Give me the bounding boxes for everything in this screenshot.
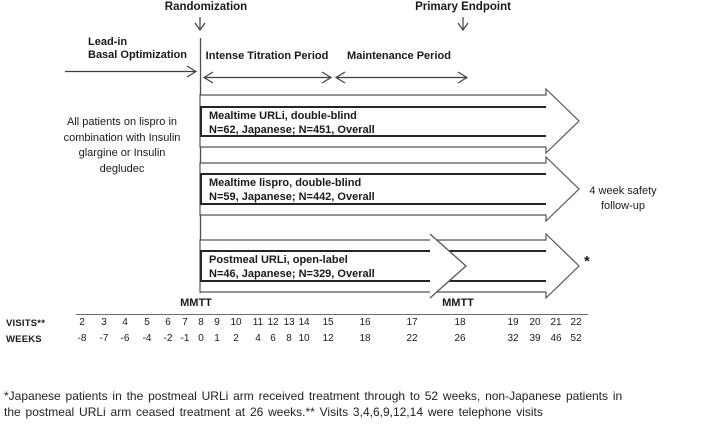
visit-number: 22	[570, 317, 582, 328]
footnote-line2: the postmeal URLi arm ceased treatment a…	[4, 405, 543, 419]
week-number: 32	[507, 333, 519, 344]
postmeal-asterisk: *	[584, 253, 590, 270]
primary-endpoint-arrow-icon	[457, 17, 469, 32]
arm3-n: N=46, Japanese; N=329, Overall	[209, 268, 375, 280]
week-number: 4	[255, 333, 261, 344]
arm1-title: Mealtime URLi, double-blind	[209, 110, 357, 122]
population-note-line2: combination with Insulin	[63, 131, 181, 144]
week-number: 12	[322, 333, 334, 344]
leadin-arrow	[65, 65, 198, 78]
visit-number: 3	[101, 317, 107, 328]
week-number: -1	[180, 333, 190, 344]
visit-number: 5	[144, 317, 150, 328]
mmtt-label-left: MMTT	[180, 297, 212, 309]
maintenance-period-arrow	[334, 71, 469, 84]
timeline-separator-line	[76, 314, 588, 315]
week-number: 22	[406, 333, 418, 344]
visit-number: 13	[283, 317, 295, 328]
visit-number: 8	[198, 317, 204, 328]
visit-number: 20	[529, 317, 541, 328]
primary-endpoint-label: Primary Endpoint	[415, 1, 511, 13]
visit-number: 16	[359, 317, 371, 328]
visit-number: 10	[230, 317, 242, 328]
week-number: -6	[120, 333, 130, 344]
arm2-title: Mealtime lispro, double-blind	[209, 177, 362, 189]
safety-followup-line2: follow-up	[600, 200, 646, 212]
week-number: -8	[77, 333, 87, 344]
week-number: 6	[270, 333, 276, 344]
population-note-line1: All patients on lispro in	[66, 116, 178, 128]
week-number: 8	[286, 333, 292, 344]
visit-number: 21	[550, 317, 562, 328]
week-number: 39	[529, 333, 541, 344]
maintenance-period-label: Maintenance Period	[347, 50, 451, 62]
footnote-line1: *Japanese patients in the postmeal URLi …	[4, 389, 623, 403]
randomization-arrow-icon	[194, 17, 206, 32]
arm2-label-box: Mealtime lispro, double-blind N=59, Japa…	[200, 173, 546, 205]
weeks-row-label: WEEKS	[6, 334, 42, 345]
week-number: 52	[570, 333, 582, 344]
population-note-line4: degludec	[99, 162, 145, 175]
visit-number: 11	[252, 317, 264, 328]
titration-period-label: Intense Titration Period	[205, 50, 329, 62]
population-note-line3: glargine or Insulin	[78, 147, 166, 159]
visit-number: 17	[406, 317, 418, 328]
visit-number: 7	[182, 317, 188, 328]
mmtt-label-right: MMTT	[442, 297, 474, 309]
titration-period-arrow	[202, 71, 333, 84]
arm1-n: N=62, Japanese; N=451, Overall	[209, 124, 375, 136]
visit-number: 2	[79, 317, 85, 328]
arm3-label-box: Postmeal URLi, open-label N=46, Japanese…	[200, 250, 546, 282]
randomization-label: Randomization	[164, 1, 248, 13]
week-number: 0	[198, 333, 204, 344]
leadin-label-line1: Lead-in	[88, 36, 128, 48]
visit-number: 9	[214, 317, 220, 328]
safety-followup-line1: 4 week safety	[589, 185, 657, 197]
visit-number: 6	[165, 317, 171, 328]
visit-number: 15	[322, 317, 334, 328]
arm1-label-box: Mealtime URLi, double-blind N=62, Japane…	[200, 106, 546, 137]
visit-number: 4	[122, 317, 128, 328]
week-number: -4	[142, 333, 152, 344]
week-number: 2	[233, 333, 239, 344]
visit-number: 12	[267, 317, 279, 328]
week-number: 18	[359, 333, 371, 344]
arm2-n: N=59, Japanese; N=442, Overall	[209, 191, 375, 203]
leadin-label-line2: Basal Optimization	[88, 49, 188, 61]
visit-number: 14	[298, 317, 310, 328]
week-number: 26	[454, 333, 466, 344]
week-number: -7	[99, 333, 109, 344]
arm3-title: Postmeal URLi, open-label	[209, 254, 348, 266]
week-number: -2	[163, 333, 173, 344]
visits-row-label: VISITS**	[6, 318, 46, 329]
week-number: 10	[298, 333, 310, 344]
population-note: All patients on lispro in combination wi…	[38, 115, 206, 177]
week-number: 46	[550, 333, 562, 344]
visit-number: 18	[454, 317, 466, 328]
visit-number: 19	[507, 317, 519, 328]
week-number: 1	[214, 333, 220, 344]
